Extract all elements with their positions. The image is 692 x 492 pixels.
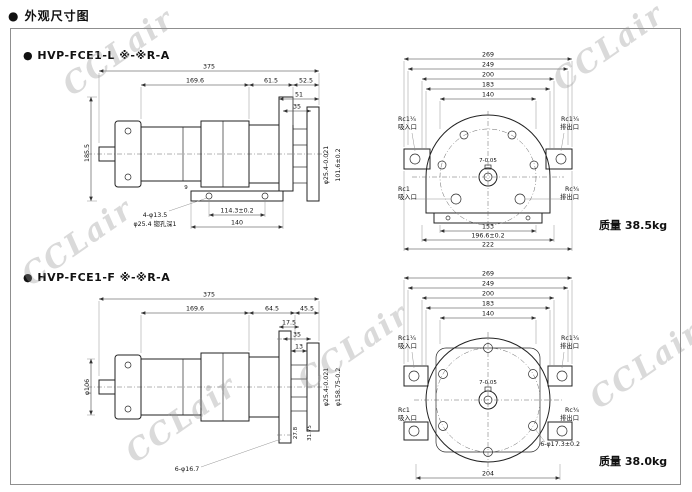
dim-port-height: 101.6±0.2 xyxy=(335,148,342,181)
dim-body-diameter: φ106 xyxy=(84,379,91,395)
port-label-discharge2-size: Rc¾ xyxy=(565,407,579,414)
section-title-hvp-fce1-f: ● HVP-FCE1-F ※-※R-A xyxy=(23,271,171,284)
dim-len4: 17.5 xyxy=(282,320,296,327)
port-label-suction-size: Rc1¼ xyxy=(398,335,416,342)
dim-len5: 35 xyxy=(293,104,301,111)
pump-front-outline xyxy=(403,332,573,470)
dimension-lines xyxy=(403,57,573,251)
dimension-lines xyxy=(87,69,320,229)
dim-w2: 249 xyxy=(482,281,494,288)
page-title: ● 外观尺寸图 xyxy=(8,9,90,23)
port-label-suction: 吸入口 xyxy=(398,123,417,131)
dimension-drawing-panel: ● HVP-FCE1-L ※-※R-A xyxy=(10,28,681,485)
dim-body-length: 169.6 xyxy=(186,78,204,85)
dim-len5: 35 xyxy=(293,332,301,339)
dim-w2: 249 xyxy=(482,62,494,69)
dim-foot-length: 140 xyxy=(231,220,243,227)
pump-side-outline xyxy=(98,330,320,444)
port-label-suction-size: Rc1¼ xyxy=(398,116,416,123)
dim-w4: 183 xyxy=(482,301,494,308)
dim-b2: 196.6±0.2 xyxy=(471,233,504,240)
dim-b1: 204 xyxy=(482,471,494,478)
dimension-lines xyxy=(87,297,320,468)
dim-overall-length: 375 xyxy=(203,64,215,71)
port-label-discharge2: 排出口 xyxy=(560,413,579,422)
dim-31-75: 31.75 xyxy=(307,425,313,441)
pump-front-outline xyxy=(403,111,573,229)
hvp-fce1-f-side-view: 375 169.6 64.5 45.5 17.5 35 13 φ106 φ25.… xyxy=(84,292,342,474)
dim-body-length: 169.6 xyxy=(186,306,204,313)
dim-w3: 200 xyxy=(482,72,494,79)
dim-len3: 52.5 xyxy=(299,78,313,85)
dim-len2: 64.5 xyxy=(265,306,279,313)
dim-27-8: 27.8 xyxy=(293,426,299,439)
dim-b3: 222 xyxy=(482,242,494,249)
weight-label-l: 质量 38.5kg xyxy=(599,219,668,232)
dim-len3: 45.5 xyxy=(300,306,314,313)
port-label-discharge-size: Rc1¼ xyxy=(561,116,579,123)
dim-w1: 269 xyxy=(482,271,494,278)
dim-b1: 153 xyxy=(482,224,494,231)
dim-w5: 140 xyxy=(482,92,494,99)
note-foot-holes: 4-φ13.5 xyxy=(143,212,167,219)
dim-keyway: 7-0.05 xyxy=(479,158,497,164)
dim-keyway: 7-0.05 xyxy=(479,380,497,386)
note-bolt-holes: 6-φ17.3±0.2 xyxy=(540,441,580,448)
port-label-discharge: 排出口 xyxy=(560,341,579,350)
weight-label-f: 质量 38.0kg xyxy=(599,455,668,468)
dim-w1: 269 xyxy=(482,52,494,59)
port-label-suction2-size: Rc1 xyxy=(398,186,410,193)
port-label-suction2: 吸入口 xyxy=(398,193,417,201)
port-label-discharge-size: Rc1¼ xyxy=(561,335,579,342)
port-label-discharge2-size: Rc¾ xyxy=(565,186,579,193)
hvp-fce1-l-side-view: 375 169.6 61.5 52.5 51 35 185.5 φ25.4-0.… xyxy=(84,64,342,229)
dim-foot-hole-pitch: 114.3±0.2 xyxy=(220,208,253,215)
dim-shaft-diameter: φ25.4-0.021 xyxy=(323,146,330,184)
hvp-fce1-f-front-view: 269 249 200 183 140 7-0.05 Rc1¼ 吸入口 Rc1¼… xyxy=(398,271,580,480)
dim-pilot-diameter: φ158.75-0.2 xyxy=(335,368,342,406)
port-label-suction: 吸入口 xyxy=(398,342,417,350)
note-counterbore: φ25.4 锪孔深1 xyxy=(133,219,176,228)
dim-overall-height: 185.5 xyxy=(84,144,91,162)
port-label-suction2: 吸入口 xyxy=(398,414,417,422)
port-label-discharge2: 排出口 xyxy=(560,192,579,201)
dim-len6: 13 xyxy=(295,344,303,351)
dim-w3: 200 xyxy=(482,291,494,298)
dim-w4: 183 xyxy=(482,82,494,89)
port-label-suction2-size: Rc1 xyxy=(398,407,410,414)
pump-side-outline xyxy=(98,96,320,202)
dim-overall-length: 375 xyxy=(203,292,215,299)
dim-shaft-diameter: φ25.4-0.021 xyxy=(323,368,330,406)
dimension-lines xyxy=(403,276,573,480)
hvp-fce1-l-front-view: 269 249 200 183 140 7-0.05 Rc1¼ 吸入口 Rc1¼… xyxy=(398,52,579,251)
dim-len2: 61.5 xyxy=(264,78,278,85)
note-flange-holes: 6-φ16.7 xyxy=(175,466,199,473)
dim-len4: 51 xyxy=(295,92,303,99)
port-label-discharge: 排出口 xyxy=(560,122,579,131)
dim-w5: 140 xyxy=(482,311,494,318)
section-title-hvp-fce1-l: ● HVP-FCE1-L ※-※R-A xyxy=(23,49,170,62)
dim-9: 9 xyxy=(184,185,188,191)
